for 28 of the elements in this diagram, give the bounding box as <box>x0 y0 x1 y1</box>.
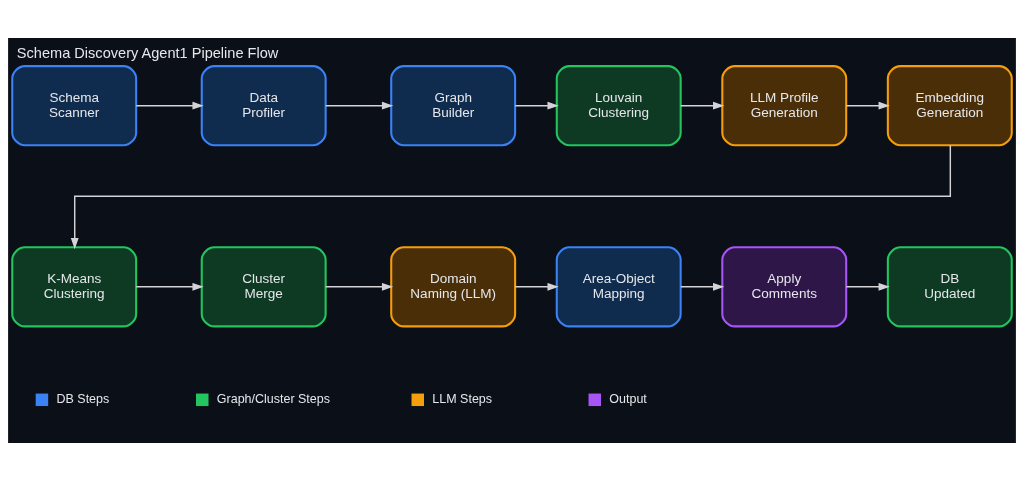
diagram-title: Schema Discovery Agent1 Pipeline Flow <box>16 44 279 61</box>
arrow <box>680 282 725 291</box>
node-box: Louvain Clustering <box>555 65 682 147</box>
node-box: Embedding Generation <box>886 65 1013 147</box>
arrow <box>135 101 204 110</box>
node-box: Cluster Merge <box>200 246 327 328</box>
node-box: Schema Scanner <box>11 65 138 147</box>
arrow <box>845 282 890 291</box>
node-box: Data Profiler <box>200 65 327 147</box>
legend-label: LLM Steps <box>432 392 493 407</box>
legend-label: DB Steps <box>56 392 110 407</box>
arrow <box>70 144 952 250</box>
arrow <box>325 101 394 110</box>
node-box: Apply Comments <box>721 246 848 328</box>
arrow <box>845 101 890 110</box>
node-box: K-Means Clustering <box>11 246 138 328</box>
arrow <box>680 101 725 110</box>
node-box: LLM Profile Generation <box>721 65 848 147</box>
legend-label: Output <box>609 392 647 407</box>
node-box: Graph Builder <box>390 65 517 147</box>
node-box: DB Updated <box>886 246 1013 328</box>
node-box: Domain Naming (LLM) <box>390 246 517 328</box>
arrow <box>135 282 204 291</box>
node-box: Area-Object Mapping <box>555 246 682 328</box>
arrow <box>325 282 394 291</box>
arrow <box>514 101 559 110</box>
legend-label: Graph/Cluster Steps <box>216 392 330 407</box>
arrow <box>514 282 559 291</box>
